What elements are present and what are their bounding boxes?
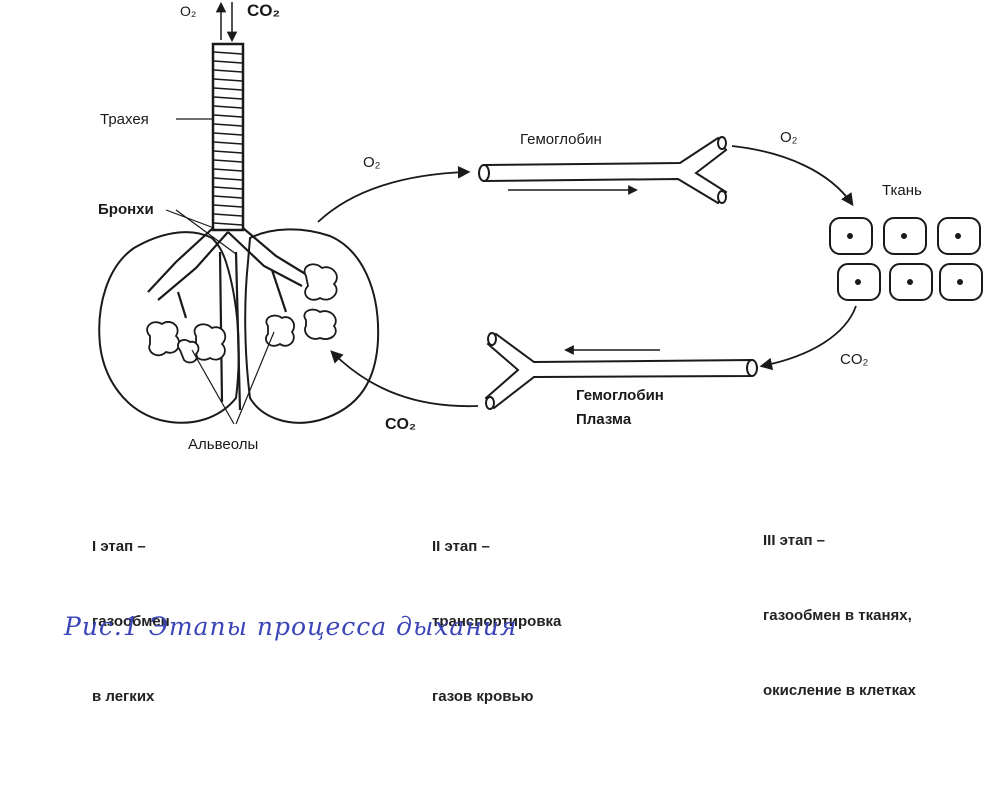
stage-1-line-3: в легких	[92, 688, 155, 705]
tissue-cell	[889, 263, 933, 301]
alveoli-label: Альвеолы	[188, 436, 259, 453]
stage-3-line-3: окисление в клетках	[763, 682, 916, 699]
cell-nucleus	[901, 233, 907, 239]
stage-2-line-1: II этап –	[432, 538, 490, 555]
stage-1-line-1: I этап –	[92, 538, 146, 555]
top-gas-arrows	[215, 1, 238, 43]
stage-2-line-2: транспортировка	[432, 613, 562, 630]
stage-2-text: II этап – транспортировка газов кровью	[432, 484, 561, 734]
hemoglobin-bottom-label: Гемоглобин	[576, 387, 664, 404]
hemoglobin-top-label: Гемоглобин	[520, 131, 602, 148]
bronchi-tree	[147, 227, 313, 411]
figure-caption: Рис.1 Этапы процесса дыхания	[64, 612, 518, 641]
top-o2-label: O₂	[180, 3, 197, 19]
lung-left	[98, 231, 240, 424]
stage-3-line-2: газообмен в тканях,	[763, 607, 912, 624]
tissue-cell	[939, 263, 983, 301]
stage-3-text: III этап – газообмен в тканях, окисление…	[763, 478, 916, 728]
stage-3-line-1: III этап –	[763, 532, 826, 549]
cell-nucleus	[907, 279, 913, 285]
label-leaders	[165, 118, 275, 425]
stage-2-line-3: газов кровью	[432, 688, 534, 705]
trachea-tube	[211, 42, 245, 232]
tissue-cell	[829, 217, 873, 255]
cell-nucleus	[847, 233, 853, 239]
stage-1-line-2: газообмен	[92, 613, 170, 630]
cell-nucleus	[957, 279, 963, 285]
tissue-cell	[883, 217, 927, 255]
bronchi-label: Бронхи	[98, 201, 154, 218]
tissue-cells	[829, 217, 983, 301]
o2-to-blood-label: O₂	[363, 154, 381, 171]
cell-nucleus	[855, 279, 861, 285]
cell-nucleus	[955, 233, 961, 239]
stage-1-text: I этап – газообмен в легких	[92, 484, 170, 734]
lung-right	[244, 228, 380, 424]
tissue-cell	[837, 263, 881, 301]
circulation-arrows	[317, 145, 857, 408]
co2-from-blood-label: CO₂	[385, 416, 417, 433]
tissue-cell	[937, 217, 981, 255]
top-co2-label: CO₂	[247, 1, 281, 20]
o2-to-tissue-label: O₂	[780, 129, 798, 146]
co2-from-tissue-label: CO₂	[840, 351, 869, 368]
trachea-label: Трахея	[100, 111, 149, 128]
tissue-label: Ткань	[882, 182, 922, 199]
vessel-top	[478, 136, 728, 205]
plasma-label: Плазма	[576, 411, 632, 428]
alveoli-clusters	[146, 263, 338, 364]
vessel-bottom	[484, 332, 758, 410]
